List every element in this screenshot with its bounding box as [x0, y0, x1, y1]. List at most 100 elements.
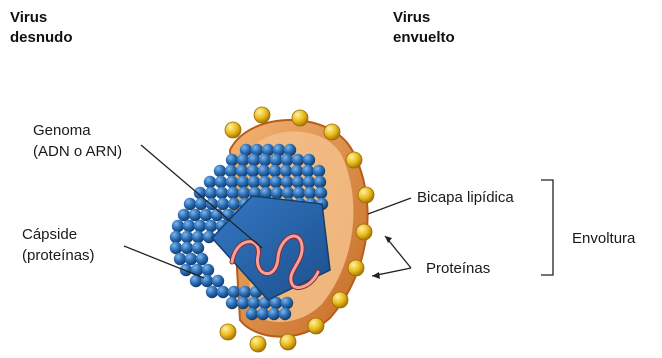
capsomere [194, 187, 206, 199]
envelope-label-text: Envoltura [572, 228, 635, 249]
capsomere [281, 176, 293, 188]
capsomere [269, 165, 281, 177]
capsomere [281, 154, 293, 166]
envelope-bracket [541, 180, 553, 275]
capsomere [239, 286, 251, 298]
capsid-label-line1: Cápside [22, 224, 95, 245]
capsomere [211, 209, 223, 221]
capsomere [174, 253, 186, 265]
capsomere [226, 297, 238, 309]
envelope-spike [358, 187, 374, 203]
capsid-label-line2: (proteínas) [22, 245, 95, 266]
capsomere [259, 154, 271, 166]
capsomere [236, 165, 248, 177]
capsomere [237, 297, 249, 309]
capsomere [227, 187, 239, 199]
envelope-spike [308, 318, 324, 334]
capsomere [248, 297, 260, 309]
capsomere [303, 176, 315, 188]
envelope-spike [254, 107, 270, 123]
capsomere [302, 165, 314, 177]
proteins-label: Proteínas [426, 258, 490, 279]
capsomere [181, 242, 193, 254]
capsomere [192, 231, 204, 243]
capsomere [192, 242, 204, 254]
envelope-spike [225, 122, 241, 138]
capsomere [184, 198, 196, 210]
capsomere [259, 176, 271, 188]
envelope-spike [356, 224, 372, 240]
capsomere [303, 154, 315, 166]
capsomere [205, 187, 217, 199]
envelope-spike [332, 292, 348, 308]
capsomere [204, 176, 216, 188]
capsomere [280, 165, 292, 177]
capsomere [237, 154, 249, 166]
capsomere [248, 176, 260, 188]
envelope-spike [280, 334, 296, 350]
capsomere [292, 154, 304, 166]
envelope-label: Envoltura [572, 228, 635, 249]
capsomere [268, 308, 280, 320]
capsomere [281, 297, 293, 309]
envelope-spike [324, 124, 340, 140]
capsomere [315, 187, 327, 199]
capsomere [214, 165, 226, 177]
capsomere [226, 154, 238, 166]
capsomere [180, 264, 192, 276]
genome-label-line2: (ADN o ARN) [33, 141, 122, 162]
capsomere [181, 231, 193, 243]
envelope-spike [220, 324, 236, 340]
genome-label-line1: Genoma [33, 120, 122, 141]
bilayer-label-text: Bicapa lipídica [417, 187, 514, 208]
capsomere [185, 253, 197, 265]
capsomere [270, 154, 282, 166]
capsomere [212, 275, 224, 287]
capsomere [257, 308, 269, 320]
capsomere [304, 187, 316, 199]
capsomere [206, 286, 218, 298]
capsomere [258, 165, 270, 177]
capsomere [238, 187, 250, 199]
envelope-spike [292, 110, 308, 126]
capsomere [200, 209, 212, 221]
capsomere [226, 176, 238, 188]
capsomere [201, 275, 213, 287]
envelope-spike [250, 336, 266, 352]
capsomere [217, 286, 229, 298]
capsomere [291, 165, 303, 177]
genome-label: Genoma (ADN o ARN) [33, 120, 122, 162]
capsomere [247, 165, 259, 177]
capsomere [189, 209, 201, 221]
capsomere [205, 220, 217, 232]
capsomere [215, 176, 227, 188]
capsomere [178, 209, 190, 221]
capsomere [170, 231, 182, 243]
capsomere [313, 165, 325, 177]
capsomere [282, 187, 294, 199]
capsomere [202, 264, 214, 276]
capsomere [314, 176, 326, 188]
bilayer-pointer [368, 198, 411, 214]
capsomere [293, 187, 305, 199]
capsomere [191, 264, 203, 276]
bilayer-label: Bicapa lipídica [417, 187, 514, 208]
envelope-spike [348, 260, 364, 276]
envelope-spike [346, 152, 362, 168]
capsomere [248, 154, 260, 166]
capsomere [228, 198, 240, 210]
capsomere [170, 242, 182, 254]
capsomere [194, 220, 206, 232]
capsomere [225, 165, 237, 177]
capsomere [217, 198, 229, 210]
capsomere [292, 176, 304, 188]
capsomere [271, 187, 283, 199]
capsomere [237, 176, 249, 188]
capsomere [216, 187, 228, 199]
capsomere [196, 253, 208, 265]
capsomere [172, 220, 184, 232]
capsid-label: Cápside (proteínas) [22, 224, 95, 266]
capsomere [183, 220, 195, 232]
proteins-label-text: Proteínas [426, 258, 490, 279]
